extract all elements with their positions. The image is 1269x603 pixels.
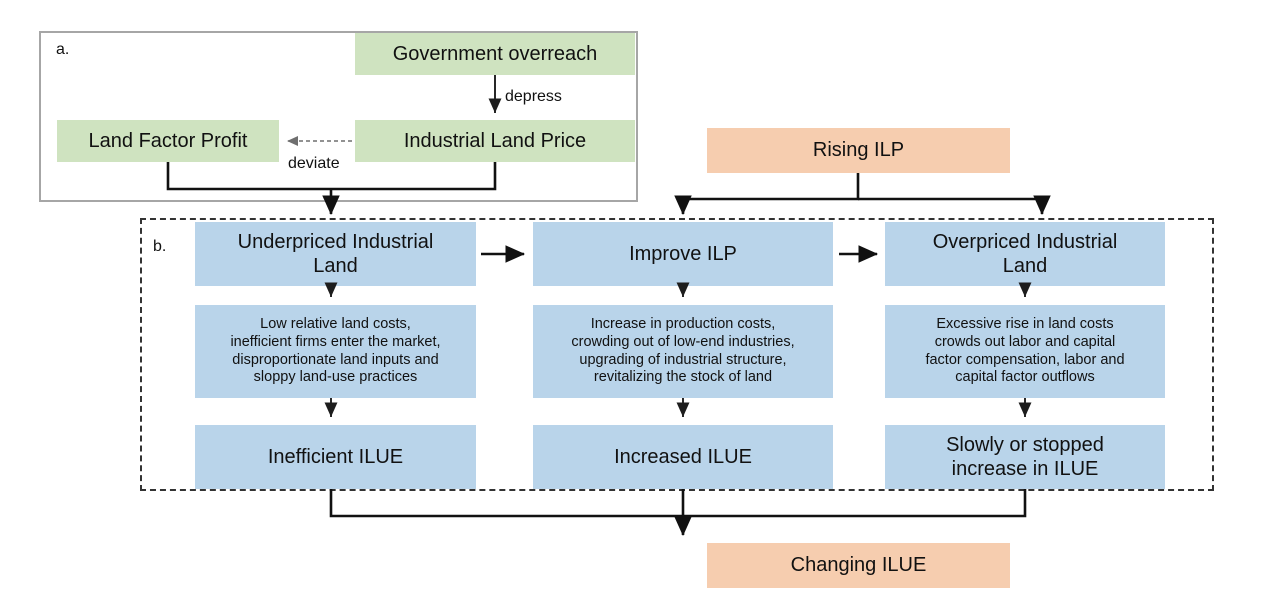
node-underpriced-detail[interactable]: Low relative land costs, inefficient fir… xyxy=(195,305,476,398)
node-land-factor-profit[interactable]: Land Factor Profit xyxy=(57,120,279,162)
edge-label-deviate: deviate xyxy=(288,155,340,172)
connector-rising-ilp-left xyxy=(674,173,860,216)
node-underpriced-industrial-land[interactable]: Underpriced Industrial Land xyxy=(195,222,476,286)
node-government-overreach[interactable]: Government overreach xyxy=(355,33,635,75)
node-overpriced-industrial-land[interactable]: Overpriced Industrial Land xyxy=(885,222,1165,286)
connector-rising-ilp-right xyxy=(858,195,1051,216)
node-changing-ilue[interactable]: Changing ILUE xyxy=(707,543,1010,588)
panel-a-label: a. xyxy=(56,41,70,58)
connector-outcomes-merge xyxy=(329,489,1027,518)
node-industrial-land-price[interactable]: Industrial Land Price xyxy=(355,120,635,162)
edge-label-depress: depress xyxy=(505,88,562,105)
node-increased-ilue[interactable]: Increased ILUE xyxy=(533,425,833,489)
node-improve-detail[interactable]: Increase in production costs, crowding o… xyxy=(533,305,833,398)
node-inefficient-ilue[interactable]: Inefficient ILUE xyxy=(195,425,476,489)
node-improve-ilp[interactable]: Improve ILP xyxy=(533,222,833,286)
node-overpriced-detail[interactable]: Excessive rise in land costs crowds out … xyxy=(885,305,1165,398)
panel-b-label: b. xyxy=(153,238,167,255)
node-rising-ilp[interactable]: Rising ILP xyxy=(707,128,1010,173)
node-slowly-or-stopped-increase-in-ilue[interactable]: Slowly or stopped increase in ILUE xyxy=(885,425,1165,489)
